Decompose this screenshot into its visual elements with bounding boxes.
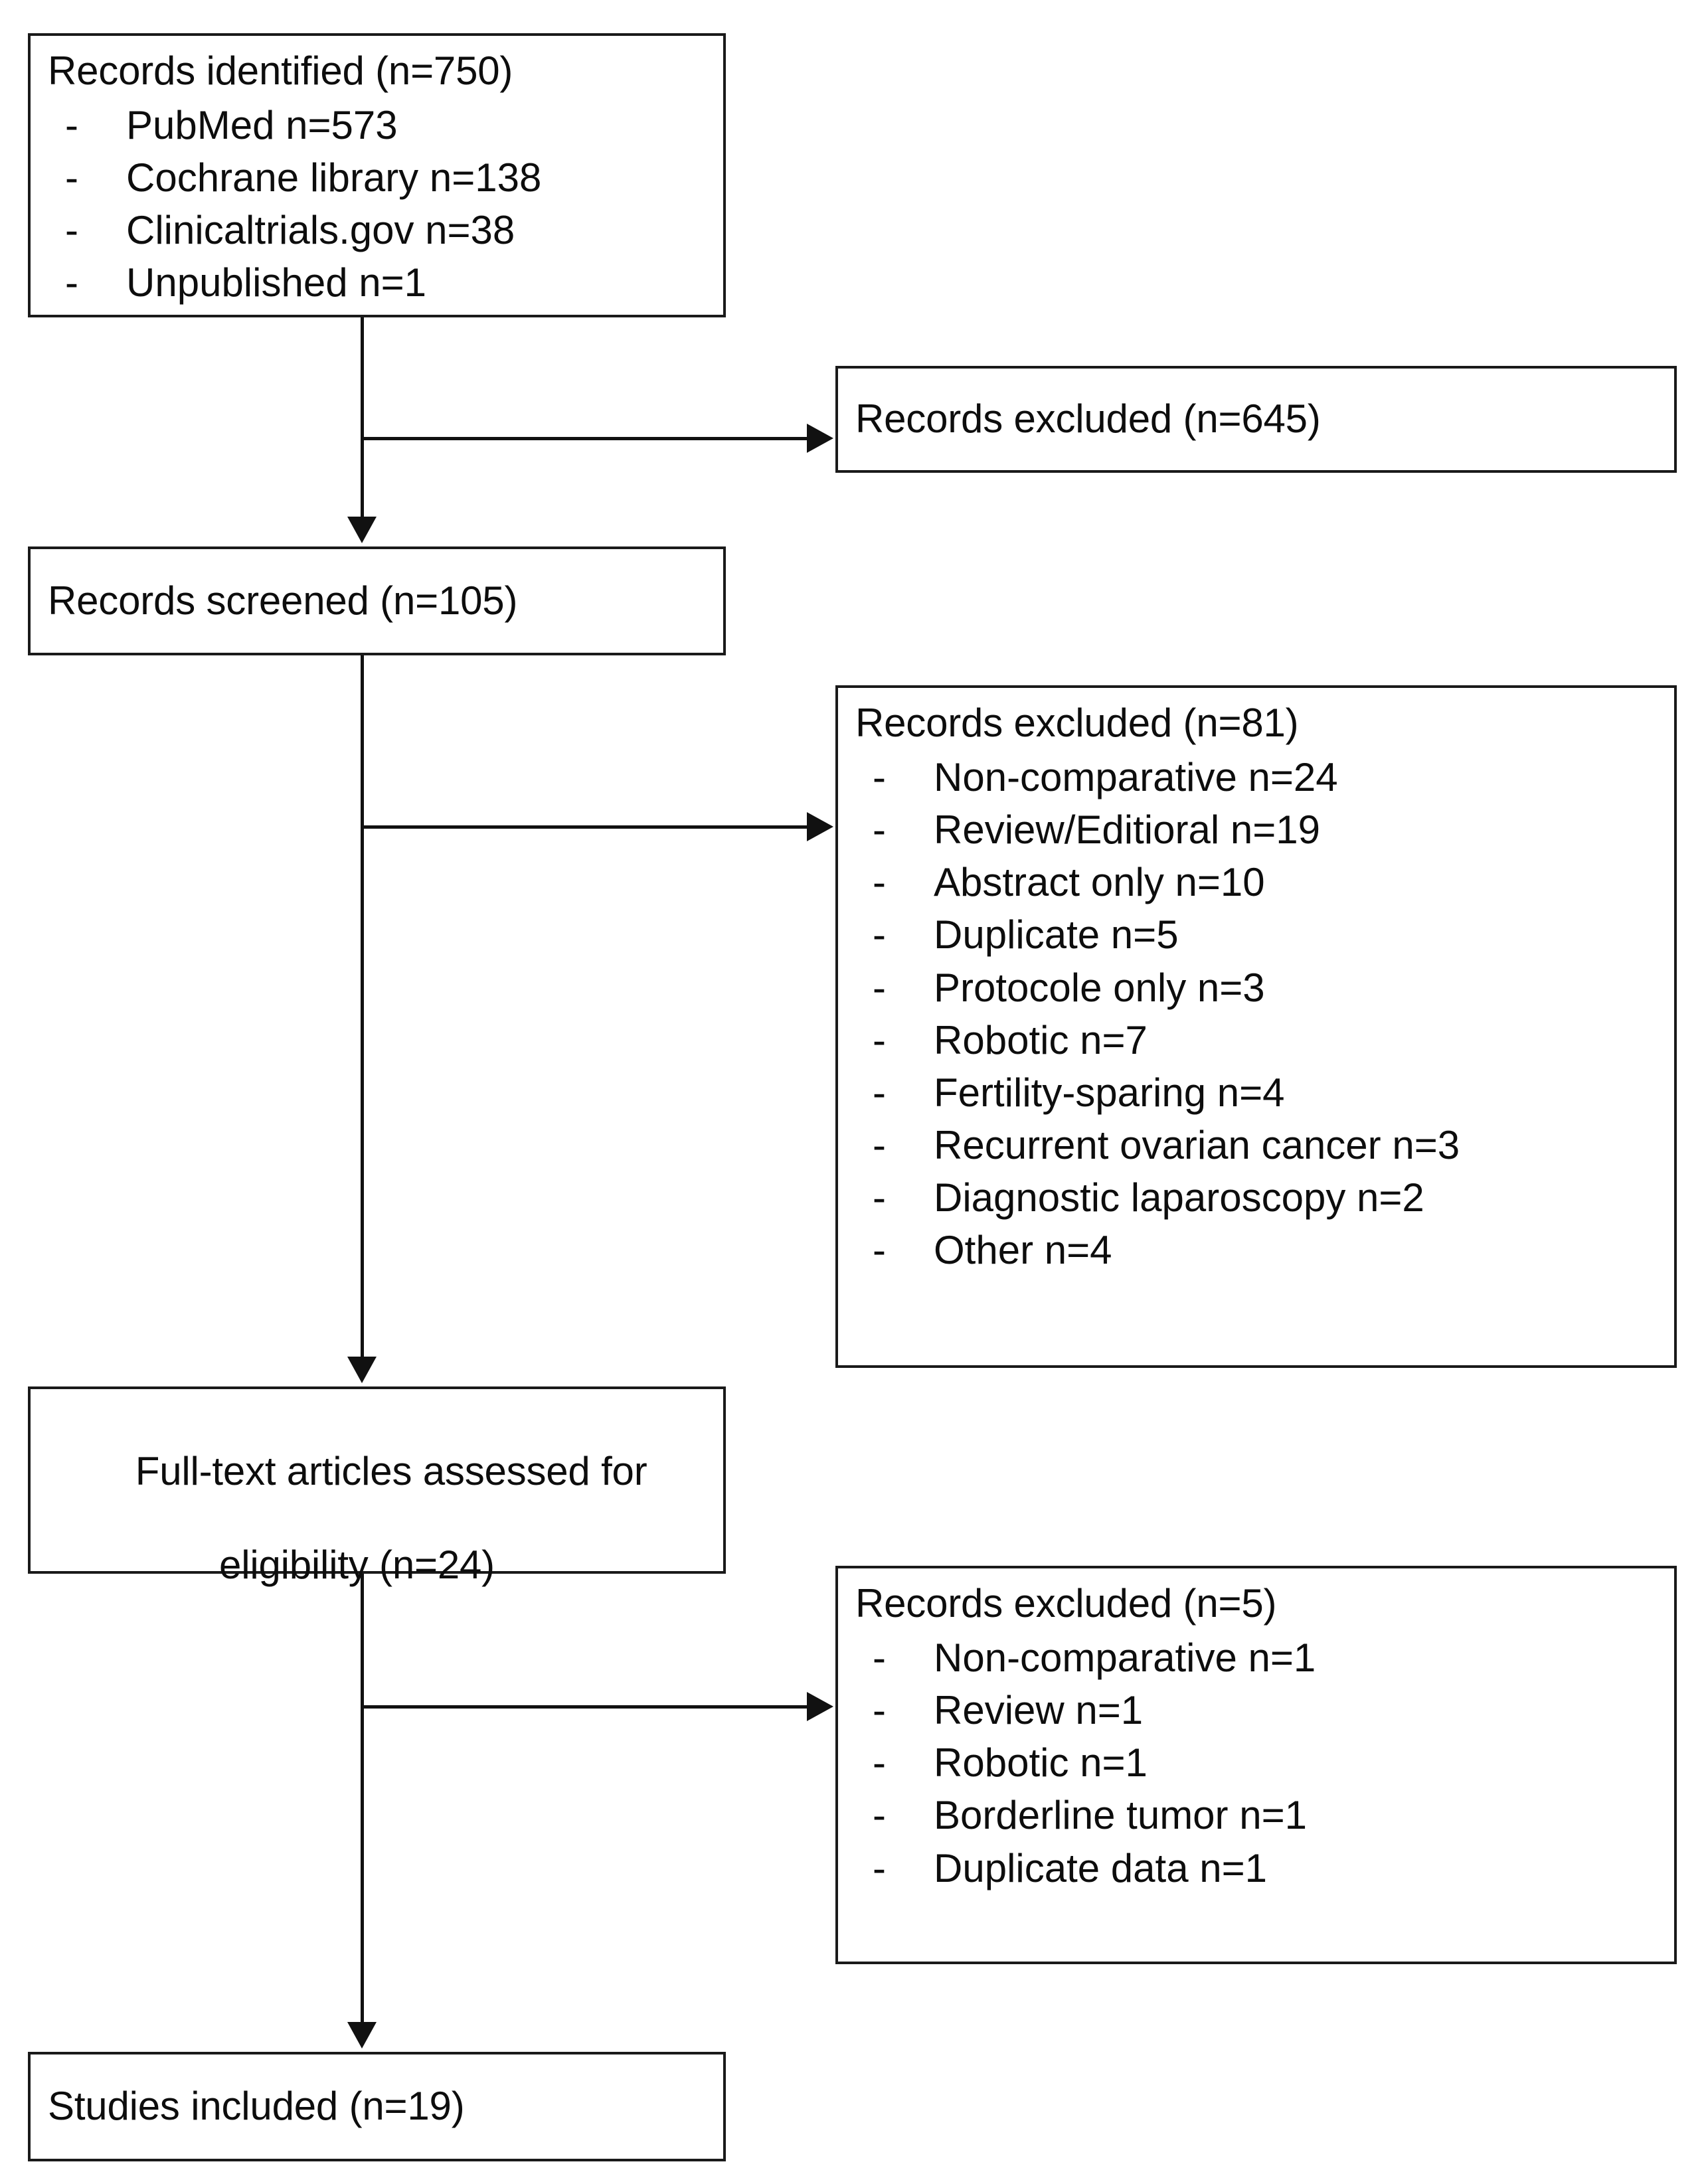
arrow-down-to-fulltext xyxy=(347,1357,377,1383)
connector-screened-to-fulltext xyxy=(361,655,364,1357)
arrow-down-to-screened xyxy=(347,517,377,543)
list-item: - Diagnostic laparoscopy n=2 xyxy=(855,1171,1657,1224)
list-item: - Other n=4 xyxy=(855,1224,1657,1276)
reason-label: Robotic n=7 xyxy=(934,1017,1148,1062)
list-item: - Review/Editioral n=19 xyxy=(855,803,1657,856)
list-item: - Borderline tumor n=1 xyxy=(855,1789,1657,1841)
dash-bullet-icon: - xyxy=(873,1017,886,1062)
dash-bullet-icon: - xyxy=(873,754,886,799)
list-item: - Non-comparative n=1 xyxy=(855,1632,1657,1684)
dash-bullet-icon: - xyxy=(873,965,886,1010)
list-item: - PubMed n=573 xyxy=(48,99,706,151)
dash-bullet-icon: - xyxy=(873,1845,886,1890)
records-excluded-5-reason-list: - Non-comparative n=1 - Review n=1 - Rob… xyxy=(855,1632,1657,1894)
records-excluded-81-reason-list: - Non-comparative n=24 - Review/Editiora… xyxy=(855,751,1657,1277)
source-label: Cochrane library n=138 xyxy=(126,155,542,200)
reason-label: Other n=4 xyxy=(934,1228,1112,1273)
reason-label: Abstract only n=10 xyxy=(934,860,1265,905)
list-item: - Abstract only n=10 xyxy=(855,856,1657,908)
dash-bullet-icon: - xyxy=(873,1123,886,1168)
node-records-identified: Records identified (n=750) - PubMed n=57… xyxy=(28,33,726,317)
reason-label: Fertility-sparing n=4 xyxy=(934,1070,1285,1115)
arrow-right-to-excluded-645 xyxy=(807,424,833,453)
node-studies-included: Studies included (n=19) xyxy=(28,2052,726,2161)
studies-included-title: Studies included (n=19) xyxy=(48,2084,465,2129)
reason-label: Duplicate data n=1 xyxy=(934,1845,1268,1890)
reason-label: Robotic n=1 xyxy=(934,1740,1148,1786)
node-fulltext-assessed-body: Full-text articles assessed for eligibil… xyxy=(31,1389,723,1691)
dash-bullet-icon: - xyxy=(873,807,886,852)
node-records-excluded-645: Records excluded (n=645) xyxy=(835,366,1677,473)
connector-identified-to-screened xyxy=(361,317,364,517)
records-identified-title: Records identified (n=750) xyxy=(48,48,513,93)
dash-bullet-icon: - xyxy=(65,155,78,200)
list-item: - Clinicaltrials.gov n=38 xyxy=(48,204,706,256)
dash-bullet-icon: - xyxy=(65,208,78,253)
list-item: - Protocole only n=3 xyxy=(855,962,1657,1014)
reason-label: Protocole only n=3 xyxy=(934,965,1265,1010)
arrow-right-to-excluded-5 xyxy=(807,1692,833,1721)
list-item: - Review n=1 xyxy=(855,1684,1657,1736)
list-item: - Duplicate data n=1 xyxy=(855,1842,1657,1894)
dash-bullet-icon: - xyxy=(873,1635,886,1680)
node-records-excluded-81: Records excluded (n=81) - Non-comparativ… xyxy=(835,685,1677,1368)
reason-label: Duplicate n=5 xyxy=(934,912,1179,958)
reason-label: Borderline tumor n=1 xyxy=(934,1793,1307,1838)
dash-bullet-icon: - xyxy=(65,102,78,147)
dash-bullet-icon: - xyxy=(65,260,78,305)
fulltext-assessed-line2: eligibility (n=24) xyxy=(219,1543,495,1588)
reason-label: Non-comparative n=24 xyxy=(934,754,1338,799)
dash-bullet-icon: - xyxy=(873,912,886,958)
reason-label: Review/Editioral n=19 xyxy=(934,807,1320,852)
node-records-screened: Records screened (n=105) xyxy=(28,546,726,655)
list-item: - Fertility-sparing n=4 xyxy=(855,1066,1657,1119)
source-label: Unpublished n=1 xyxy=(126,260,427,305)
list-item: - Unpublished n=1 xyxy=(48,256,706,309)
list-item: - Duplicate n=5 xyxy=(855,908,1657,961)
fulltext-assessed-title: Full-text articles assessed for eligibil… xyxy=(48,1401,706,1683)
dash-bullet-icon: - xyxy=(873,1687,886,1732)
records-excluded-5-title: Records excluded (n=5) xyxy=(855,1581,1277,1626)
fulltext-assessed-line1: Full-text articles assessed for xyxy=(135,1448,647,1493)
connector-to-excluded-81 xyxy=(361,825,807,829)
connector-fulltext-to-included xyxy=(361,1574,364,2022)
records-excluded-645-title: Records excluded (n=645) xyxy=(855,396,1321,442)
dash-bullet-icon: - xyxy=(873,1793,886,1838)
reason-label: Diagnostic laparoscopy n=2 xyxy=(934,1175,1424,1220)
node-fulltext-assessed: Full-text articles assessed for eligibil… xyxy=(28,1386,726,1587)
reason-label: Non-comparative n=1 xyxy=(934,1635,1316,1680)
source-label: PubMed n=573 xyxy=(126,102,398,147)
arrow-down-to-included xyxy=(347,2022,377,2049)
records-identified-source-list: - PubMed n=573 - Cochrane library n=138 … xyxy=(48,99,706,309)
connector-to-excluded-5 xyxy=(361,1705,807,1709)
dash-bullet-icon: - xyxy=(873,1740,886,1786)
list-item: - Recurrent ovarian cancer n=3 xyxy=(855,1119,1657,1171)
list-item: - Robotic n=7 xyxy=(855,1014,1657,1066)
node-records-excluded-81-body: Records excluded (n=81) - Non-comparativ… xyxy=(838,688,1674,1285)
arrow-right-to-excluded-81 xyxy=(807,812,833,841)
records-excluded-81-title: Records excluded (n=81) xyxy=(855,701,1299,745)
reason-label: Review n=1 xyxy=(934,1687,1144,1732)
node-records-identified-body: Records identified (n=750) - PubMed n=57… xyxy=(31,36,723,317)
dash-bullet-icon: - xyxy=(873,860,886,905)
dash-bullet-icon: - xyxy=(873,1228,886,1273)
source-label: Clinicaltrials.gov n=38 xyxy=(126,208,515,253)
node-records-excluded-5-body: Records excluded (n=5) - Non-comparative… xyxy=(838,1568,1674,1902)
records-screened-title: Records screened (n=105) xyxy=(48,578,518,623)
node-records-excluded-5: Records excluded (n=5) - Non-comparative… xyxy=(835,1566,1677,1964)
connector-to-excluded-645 xyxy=(361,437,807,440)
list-item: - Robotic n=1 xyxy=(855,1736,1657,1789)
reason-label: Recurrent ovarian cancer n=3 xyxy=(934,1123,1460,1168)
list-item: - Cochrane library n=138 xyxy=(48,151,706,204)
dash-bullet-icon: - xyxy=(873,1175,886,1220)
list-item: - Non-comparative n=24 xyxy=(855,751,1657,803)
dash-bullet-icon: - xyxy=(873,1070,886,1115)
